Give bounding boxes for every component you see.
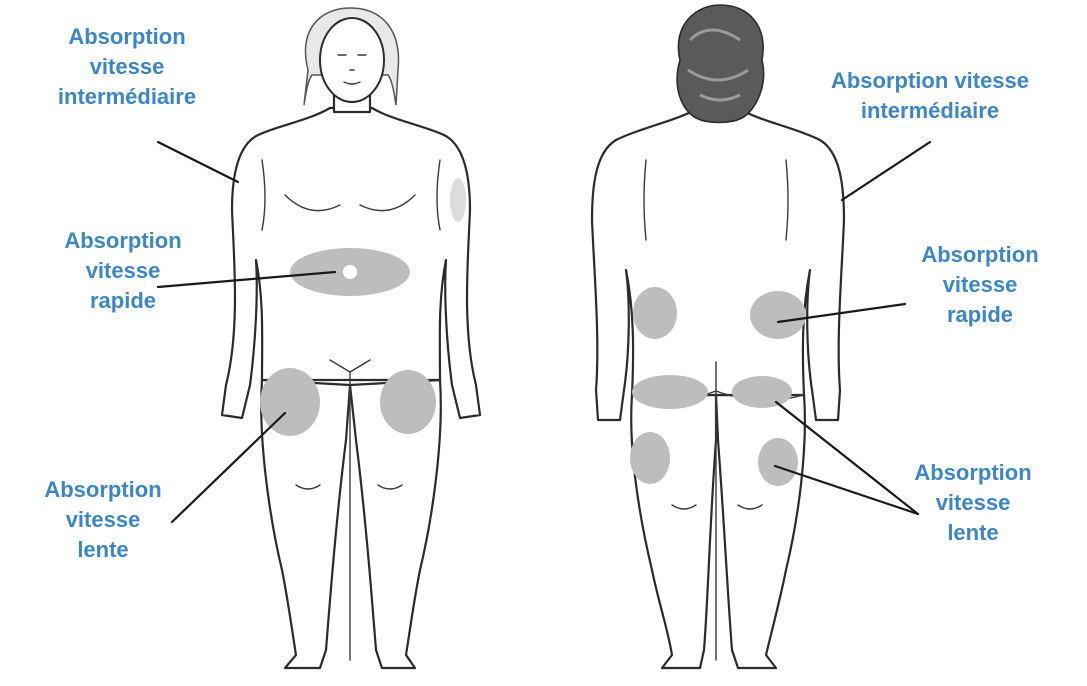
back-right-flank-zone	[750, 291, 806, 339]
label-line: vitesse	[878, 488, 1068, 518]
label-line: Absorption vitesse	[780, 66, 1080, 96]
back-hair	[677, 5, 763, 123]
label-line: vitesse	[885, 270, 1075, 300]
label-line: intermédiaire	[780, 96, 1080, 126]
back-right-thigh-zone	[758, 438, 798, 486]
label-line: Absorption	[885, 240, 1075, 270]
back-left-buttock-zone	[632, 375, 708, 409]
front-head	[320, 18, 384, 102]
label-back-rapid: Absorption vitesse rapide	[885, 240, 1075, 330]
label-line: vitesse	[8, 505, 198, 535]
label-line: Absorption	[878, 458, 1068, 488]
label-line: rapide	[28, 286, 218, 316]
label-front-slow: Absorption vitesse lente	[8, 475, 198, 565]
back-torso	[592, 110, 844, 420]
back-left-thigh-zone	[630, 432, 670, 484]
back-right-buttock-zone	[732, 376, 792, 408]
label-line: Absorption	[28, 226, 218, 256]
label-front-intermediate: Absorption vitesse intermédiaire	[32, 22, 222, 112]
label-line: lente	[8, 535, 198, 565]
label-back-slow: Absorption vitesse lente	[878, 458, 1068, 548]
label-line: Absorption	[8, 475, 198, 505]
back-right-leg	[716, 395, 805, 668]
pointer-back-intermediate	[842, 142, 930, 200]
label-line: Absorption	[32, 22, 222, 52]
front-figure	[222, 8, 480, 668]
front-left-thigh-zone	[260, 368, 320, 436]
front-right-thigh-zone	[380, 370, 436, 434]
label-back-intermediate: Absorption vitesse intermédiaire	[780, 66, 1080, 126]
label-line: lente	[878, 518, 1068, 548]
pointer-front-intermediate	[158, 142, 238, 182]
label-front-rapid: Absorption vitesse rapide	[28, 226, 218, 316]
label-line: rapide	[885, 300, 1075, 330]
label-line: vitesse	[32, 52, 222, 82]
label-line: vitesse	[28, 256, 218, 286]
label-line: intermédiaire	[32, 82, 222, 112]
back-left-flank-zone	[633, 287, 677, 339]
front-arm-zone	[450, 178, 466, 222]
